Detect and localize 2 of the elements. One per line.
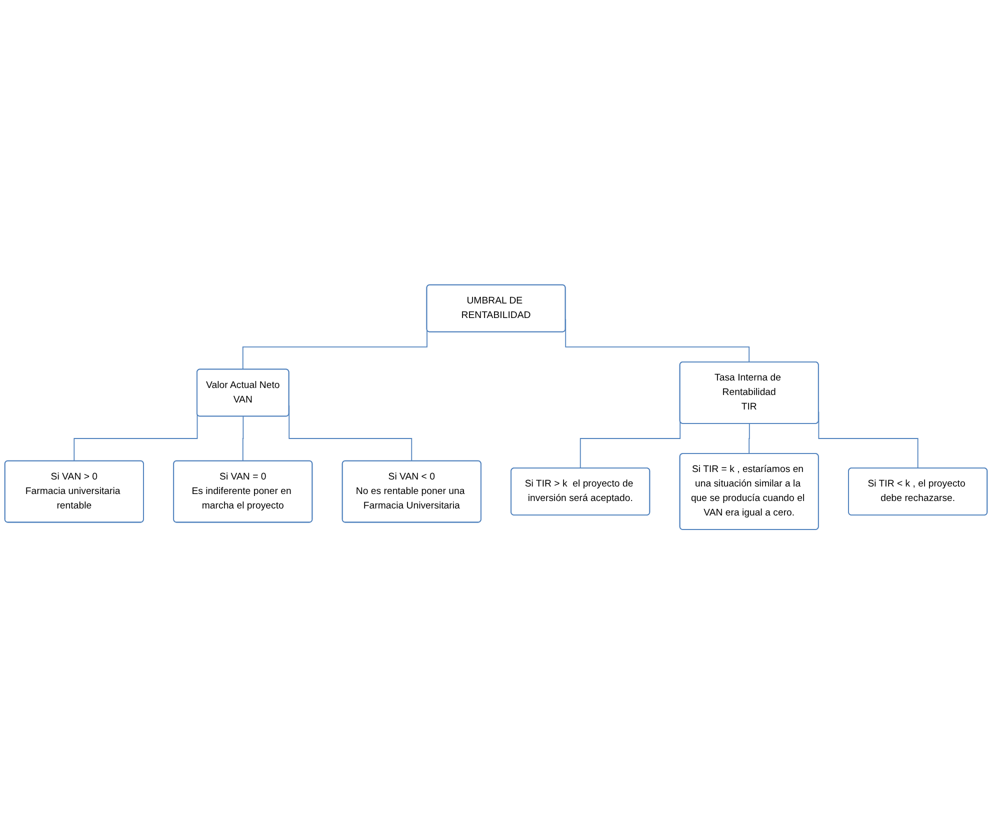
connector xyxy=(242,416,244,462)
connector xyxy=(748,423,750,454)
